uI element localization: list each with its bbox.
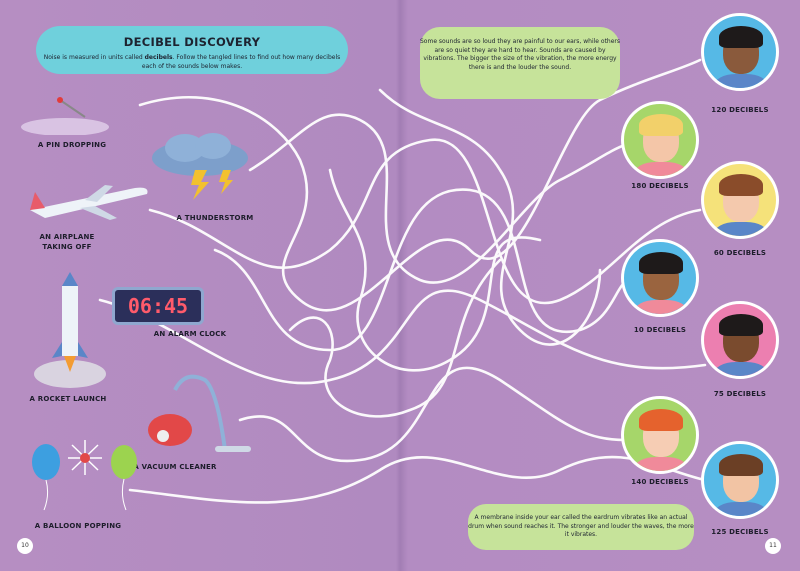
child-face-avatar bbox=[621, 396, 699, 474]
decibel-label: 180 DECIBELS bbox=[631, 182, 689, 190]
clock-display: 06:45 bbox=[127, 294, 189, 318]
decibel-label: 60 DECIBELS bbox=[713, 249, 767, 257]
alarm-clock-icon: 06:45 bbox=[112, 287, 204, 325]
decibel-label: 125 DECIBELS bbox=[711, 528, 769, 536]
intro-panel: DECIBEL DISCOVERY Noise is measured in u… bbox=[36, 26, 348, 74]
label-alarm-clock: AN ALARM CLOCK bbox=[153, 330, 227, 338]
thundercloud-icon bbox=[152, 133, 248, 200]
decibel-label: 75 DECIBELS bbox=[713, 390, 767, 398]
child-face-avatar bbox=[701, 301, 779, 379]
balloons-icon bbox=[32, 440, 137, 511]
child-face-avatar bbox=[701, 13, 779, 91]
decibel-label: 120 DECIBELS bbox=[711, 106, 769, 114]
vacuum-cleaner-icon bbox=[148, 374, 251, 452]
child-face-avatar bbox=[701, 441, 779, 519]
label-thunderstorm: A THUNDERSTORM bbox=[176, 214, 254, 222]
decibel-label: 10 DECIBELS bbox=[633, 326, 687, 334]
label-balloon-popping: A BALLOON POPPING bbox=[34, 522, 122, 530]
fact-panel-bottom: A membrane inside your ear called the ea… bbox=[468, 504, 694, 550]
page-number-right: 11 bbox=[765, 538, 781, 554]
label-vacuum-cleaner: A VACUUM CLEANER bbox=[133, 463, 217, 471]
airplane-icon bbox=[30, 185, 148, 220]
child-face-avatar bbox=[621, 101, 699, 179]
label-pin-dropping: A PIN DROPPING bbox=[37, 141, 107, 149]
intro-text: Noise is measured in units called decibe… bbox=[43, 54, 341, 70]
fact-panel-top: Some sounds are so loud they are painful… bbox=[420, 27, 620, 99]
pin-icon bbox=[21, 97, 109, 135]
decibel-label: 140 DECIBELS bbox=[631, 478, 689, 486]
page-number-left: 10 bbox=[17, 538, 33, 554]
child-face-avatar bbox=[621, 239, 699, 317]
rocket-icon bbox=[34, 272, 106, 388]
child-face-avatar bbox=[701, 161, 779, 239]
page-title: DECIBEL DISCOVERY bbox=[123, 35, 261, 49]
label-rocket-launch: A ROCKET LAUNCH bbox=[29, 395, 107, 403]
